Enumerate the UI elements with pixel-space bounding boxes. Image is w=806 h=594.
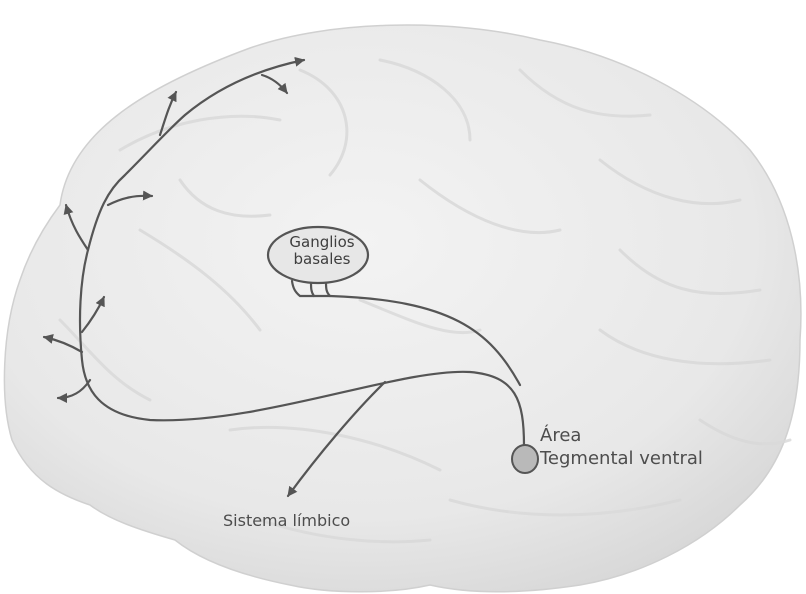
vta-node <box>512 445 538 473</box>
basal-ganglia-label-line2: basales <box>276 251 368 268</box>
vta-label: Área Tegmental ventral <box>540 424 703 470</box>
vta-label-line2: Tegmental ventral <box>540 447 703 470</box>
basal-ganglia-label-line1: Ganglios <box>276 234 368 251</box>
limbic-label: Sistema límbico <box>223 512 350 530</box>
basal-ganglia-label: Ganglios basales <box>276 234 368 269</box>
vta-label-line1: Área <box>540 424 703 447</box>
brain-outline <box>4 25 800 592</box>
